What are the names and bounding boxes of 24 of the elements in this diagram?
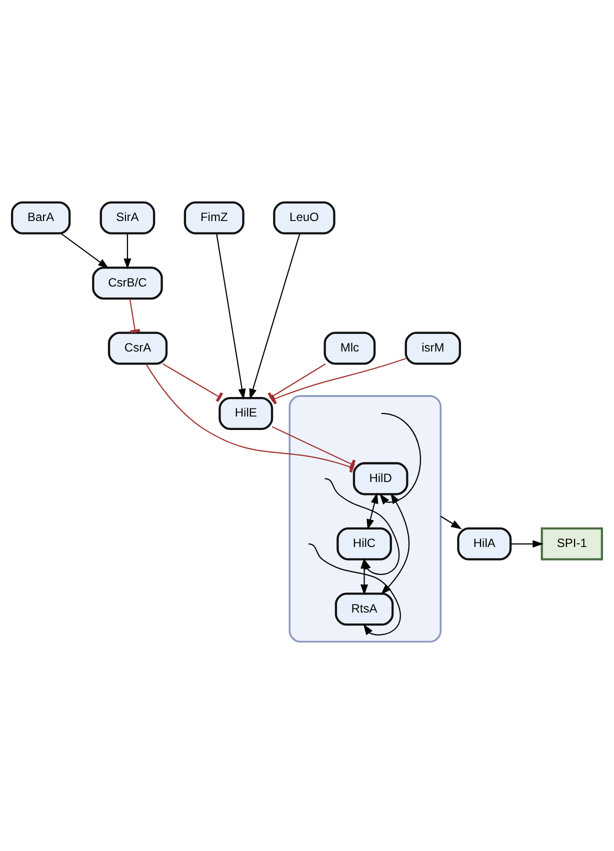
node-box: FimZ — [184, 201, 244, 234]
arrow — [440, 516, 462, 530]
node-box: SirA — [100, 201, 156, 234]
arrow — [510, 540, 544, 548]
node-box: CsrB/C — [92, 266, 163, 300]
arrow — [308, 543, 401, 636]
node-box: HilD — [352, 462, 408, 496]
arrow — [60, 233, 109, 269]
arrow — [216, 234, 246, 400]
arrow — [124, 233, 132, 270]
node-box: HilC — [336, 527, 392, 560]
connector — [129, 298, 140, 334]
node-box: RtsA — [334, 592, 394, 626]
node-box: CsrA — [108, 332, 168, 365]
cluster — [288, 395, 442, 643]
connector — [162, 363, 224, 402]
node-box: BarA — [11, 201, 71, 234]
node-box: LeuO — [273, 201, 336, 234]
node-box: HilE — [218, 396, 274, 430]
node-box: isrM — [404, 332, 461, 365]
node-box: HilA — [457, 527, 512, 560]
node-box: Mlc — [324, 332, 376, 365]
arrow — [366, 492, 378, 530]
node-box: SPI-1 — [540, 527, 603, 560]
